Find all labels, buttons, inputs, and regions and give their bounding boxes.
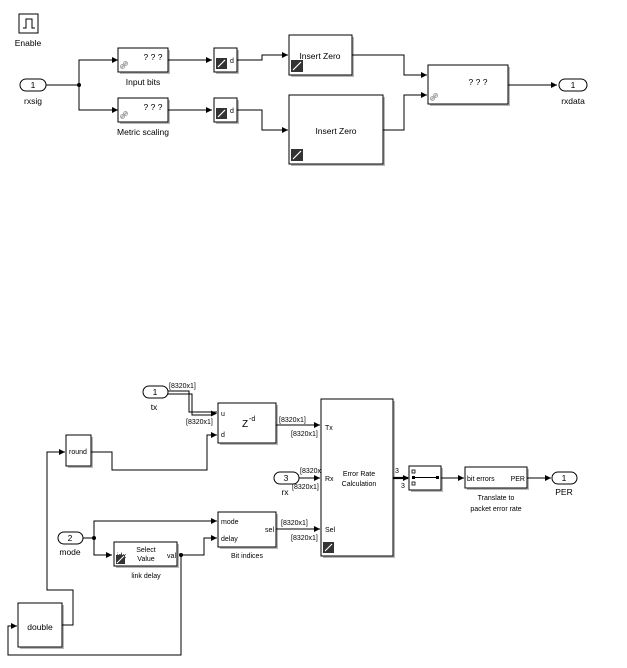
translate-port-in: bit errors xyxy=(467,476,495,483)
signal-val-to-double[interactable] xyxy=(7,555,182,656)
dim-delay-out-b: [8320x1] xyxy=(291,431,318,438)
select-value-label: link delay xyxy=(131,573,161,580)
select-value-block[interactable]: idx val Select Value link delay xyxy=(113,541,179,580)
insert-zero-bottom-text: Insert Zero xyxy=(315,126,356,136)
inport-tx-number: 1 xyxy=(153,387,158,397)
input-bits-block[interactable]: ? ? ? Input bits xyxy=(117,47,170,87)
error-rate-port-tx: Tx xyxy=(325,425,333,432)
signal-tx[interactable] xyxy=(168,390,217,417)
inport-rxsig-number: 1 xyxy=(31,80,36,90)
metric-scaling-label: Metric scaling xyxy=(117,127,169,137)
bit-indices-port-mode: mode xyxy=(221,519,239,526)
double-block[interactable]: double xyxy=(17,602,64,649)
insert-zero-top-block[interactable]: Insert Zero xyxy=(288,34,354,77)
bit-indices-port-delay: delay xyxy=(221,536,238,543)
signal-round-out[interactable] xyxy=(91,432,217,471)
delay-port-u: u xyxy=(221,411,225,418)
signal-mode[interactable] xyxy=(83,518,217,558)
convert-bottom-port: d xyxy=(230,108,234,115)
insert-zero-top-text: Insert Zero xyxy=(299,51,340,61)
dim-rx-a: [8320x1] xyxy=(300,468,327,475)
error-rate-line1: Error Rate xyxy=(343,471,375,478)
selector-block[interactable] xyxy=(408,465,443,492)
dim-tx-a: [8320x1] xyxy=(169,383,196,390)
outport-rxdata-name: rxdata xyxy=(561,96,585,106)
translate-port-out: PER xyxy=(511,476,525,483)
double-text: double xyxy=(27,622,53,632)
select-value-line2: Value xyxy=(137,556,154,563)
round-block[interactable]: round xyxy=(65,434,93,468)
outport-per[interactable]: 1 PER xyxy=(551,471,578,497)
link-icon xyxy=(430,93,438,101)
enable-port-block[interactable]: Enable xyxy=(15,13,42,48)
signal-rxsig[interactable] xyxy=(46,57,118,113)
inport-mode[interactable]: 2 mode xyxy=(57,531,84,557)
signal-val-to-delay[interactable] xyxy=(176,535,217,556)
merge-unknown-text: ? ? ? xyxy=(469,77,488,87)
inport-mode-number: 2 xyxy=(68,533,73,543)
metric-scaling-text: ? ? ? xyxy=(144,102,163,112)
select-value-port-out: val xyxy=(167,553,176,560)
insert-zero-bottom-block[interactable]: Insert Zero xyxy=(288,94,385,166)
translate-label-1: Translate to xyxy=(478,495,515,502)
link-icon xyxy=(120,111,128,119)
outport-rxdata-number: 1 xyxy=(571,80,576,90)
integer-delay-block[interactable]: u d Z -d xyxy=(217,402,278,445)
dim-err-a: 3 xyxy=(395,468,399,475)
bit-indices-label: Bit indices xyxy=(231,553,263,560)
inport-tx-name: tx xyxy=(151,402,158,412)
delay-z-superscript: -d xyxy=(249,416,255,423)
metric-scaling-block[interactable]: ? ? ? Metric scaling xyxy=(117,97,170,137)
inport-rx-number: 3 xyxy=(284,473,289,483)
translate-label-2: packet error rate xyxy=(470,506,521,513)
round-text: round xyxy=(69,449,87,456)
dim-err-b: 3 xyxy=(401,483,405,490)
delay-port-d: d xyxy=(221,432,225,439)
signal-convert-bottom[interactable] xyxy=(237,109,288,133)
outport-per-name: PER xyxy=(555,487,572,497)
error-rate-line2: Calculation xyxy=(342,481,377,488)
bit-indices-block[interactable]: mode delay sel Bit indices xyxy=(217,511,278,560)
input-bits-text: ? ? ? xyxy=(144,52,163,62)
dim-tx-b: [8320x1] xyxy=(186,419,213,426)
error-rate-port-rx: Rx xyxy=(325,476,334,483)
convert-top-port: d xyxy=(230,58,234,65)
delay-z-text: Z xyxy=(242,419,248,430)
signal-insert-zero-bottom[interactable] xyxy=(383,92,427,131)
link-icon xyxy=(120,61,128,69)
enable-label: Enable xyxy=(15,38,42,48)
dim-rx-b: [8320x1] xyxy=(292,484,319,491)
inport-rxsig-name: rxsig xyxy=(24,96,42,106)
outport-per-number: 1 xyxy=(562,473,567,483)
dim-delay-out-a: [8320x1] xyxy=(279,417,306,424)
signal-double-to-round[interactable] xyxy=(46,449,74,626)
inport-tx[interactable]: 1 tx xyxy=(142,385,169,412)
outport-rxdata[interactable]: 1 rxdata xyxy=(558,78,588,106)
translate-per-block[interactable]: bit errors PER Translate to packet error… xyxy=(464,466,529,513)
inport-rxsig[interactable]: 1 rxsig xyxy=(19,78,47,106)
error-rate-port-sel: Sel xyxy=(325,527,336,534)
merge-unknown-block[interactable]: ? ? ? xyxy=(427,64,510,106)
inport-mode-name: mode xyxy=(59,547,81,557)
convert-block-bottom[interactable]: d xyxy=(213,97,239,124)
select-value-line1: Select xyxy=(136,547,156,554)
input-bits-label: Input bits xyxy=(126,77,161,87)
signal-convert-top[interactable] xyxy=(237,52,288,61)
signal-insert-zero-top[interactable] xyxy=(352,54,427,78)
convert-block-top[interactable]: d xyxy=(213,47,239,74)
dim-sel-b: [8320x1] xyxy=(291,535,318,542)
dim-sel-a: [8320x1] xyxy=(281,520,308,527)
inport-rx-name: rx xyxy=(281,487,289,497)
error-rate-calculation-block[interactable]: Tx Rx Sel Error Rate Calculation xyxy=(320,398,395,558)
bit-indices-port-sel: sel xyxy=(265,527,274,534)
